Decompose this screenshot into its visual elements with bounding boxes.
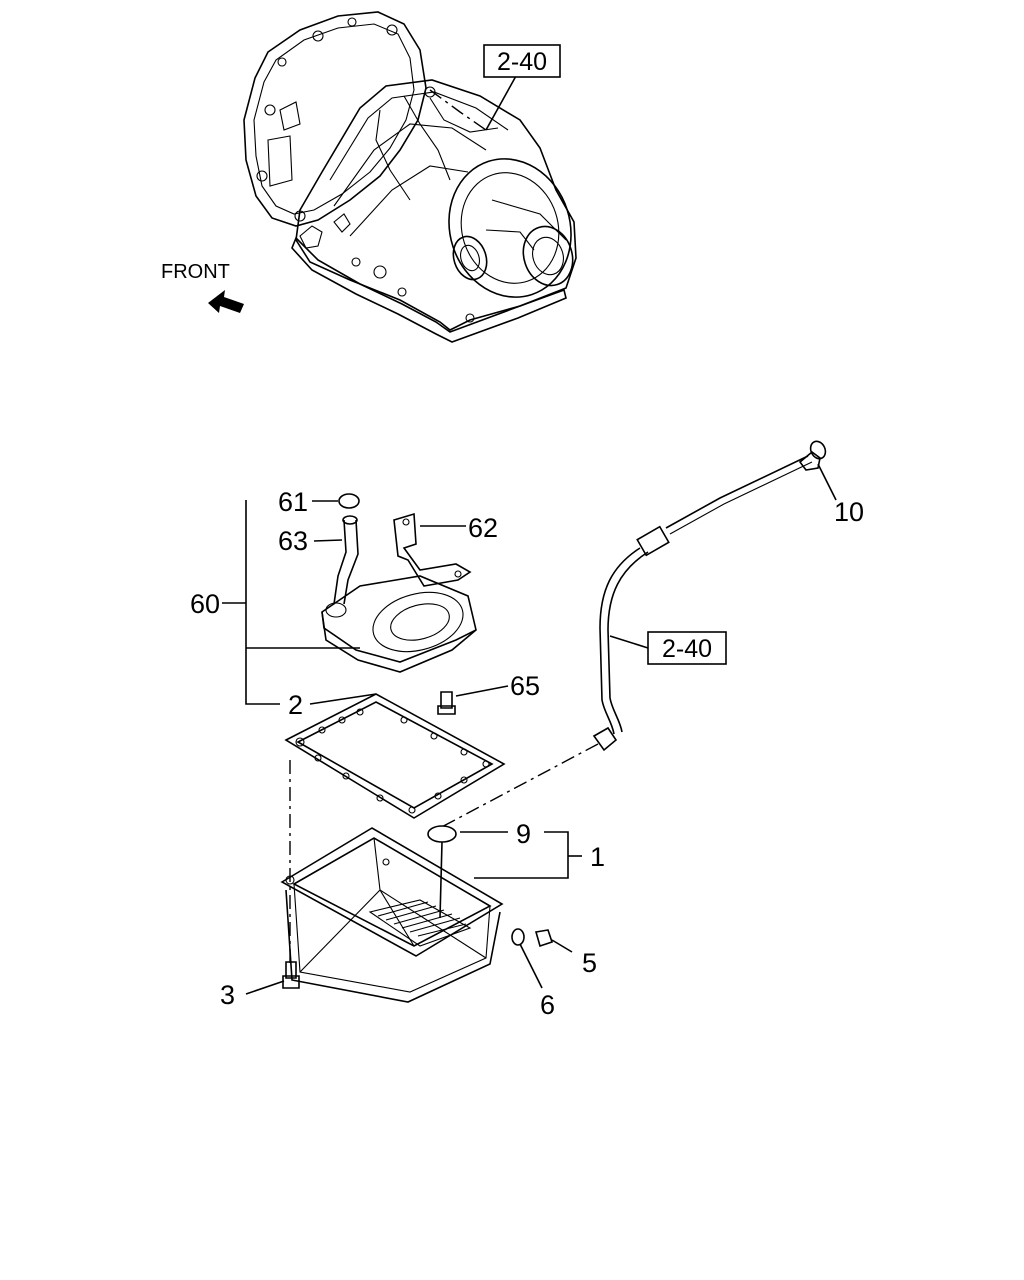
callout-9: 9	[516, 819, 531, 849]
callout-63: 63	[278, 526, 308, 556]
reference-box-transmission[interactable]: 2-40	[483, 44, 561, 78]
oil-pan-gasket	[284, 693, 506, 819]
callout-3: 3	[220, 980, 235, 1010]
reference-box-tube[interactable]: 2-40	[609, 631, 727, 665]
reference-label-tube: 2-40	[662, 635, 712, 663]
callout-5: 5	[582, 948, 597, 978]
oil-pan	[280, 827, 504, 1003]
magnet-9	[427, 825, 457, 843]
pan-magnet-grid	[368, 899, 472, 947]
callout-65: 65	[510, 671, 540, 701]
oil-strainer-assembly	[321, 493, 477, 715]
front-label: FRONT	[161, 261, 230, 283]
pan-bolt-3	[245, 961, 300, 995]
washer-6	[511, 928, 543, 989]
reference-label-transmission: 2-40	[497, 48, 547, 76]
callout-10: 10	[834, 497, 864, 527]
oil-level-gauge-tube	[435, 440, 837, 831]
callout-2: 2	[288, 690, 303, 720]
callout-62: 62	[468, 513, 498, 543]
callout-60: 60	[190, 589, 220, 619]
callout-61: 61	[278, 487, 308, 517]
drain-plug-5	[534, 929, 573, 953]
front-indicator: FRONT	[161, 261, 244, 313]
callout-6: 6	[540, 990, 555, 1020]
bracket-60	[245, 500, 280, 705]
transmission-assembly-illustration	[243, 11, 577, 343]
front-arrow-icon	[208, 290, 244, 313]
callout-1: 1	[590, 842, 605, 872]
